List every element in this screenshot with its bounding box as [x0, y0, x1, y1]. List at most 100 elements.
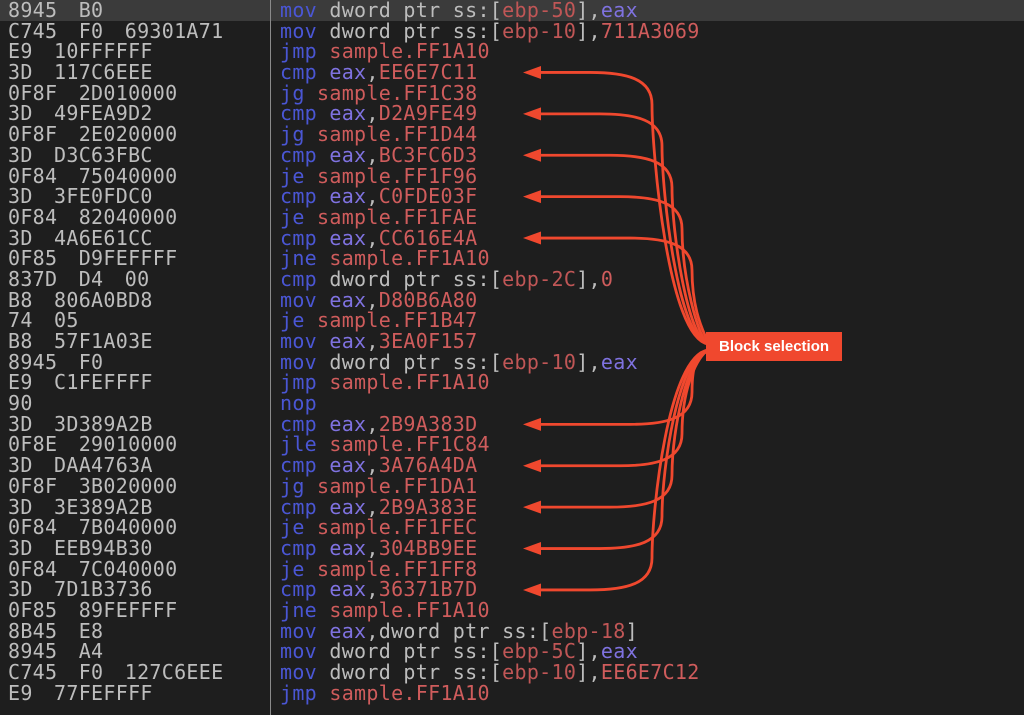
- instruction-text: jmp sample.FF1A10: [280, 39, 490, 64]
- instruction-text: cmp eax,304BB9EE: [280, 535, 478, 560]
- disasm-row[interactable]: 0F85 89FEFFFF jne sample.FF1A10: [0, 600, 1024, 621]
- instruction-text: cmp eax,36371B7D: [280, 577, 478, 602]
- disasm-row[interactable]: 3D EEB94B30 cmp eax,304BB9EE: [0, 538, 1024, 559]
- disasm-row[interactable]: 837D D4 00 cmp dword ptr ss:[ebp-2C],0: [0, 269, 1024, 290]
- disasm-row[interactable]: B8 806A0BD8 mov eax,D80B6A80: [0, 287, 1024, 312]
- instruction-text: cmp eax,D2A9FE49: [280, 101, 478, 126]
- instruction-text: mov eax,D80B6A80: [280, 287, 478, 312]
- instruction-bytes: B8 806A0BD8: [8, 287, 153, 312]
- disasm-row[interactable]: 8B45 E8 mov eax,dword ptr ss:[ebp-18]: [0, 618, 1024, 643]
- disasm-row[interactable]: 0F8F 2D010000 jg sample.FF1C38: [0, 80, 1024, 105]
- instruction-text: mov dword ptr ss:[ebp-5C],eax: [280, 639, 638, 664]
- instruction-text: jle sample.FF1C84: [280, 432, 490, 457]
- instruction-bytes: 90: [8, 391, 33, 416]
- disasm-row[interactable]: 3D 3FE0FDC0 cmp eax,C0FDE03F: [0, 186, 1024, 207]
- disasm-row[interactable]: C745 F0 69301A71 mov dword ptr ss:[ebp-10…: [0, 18, 1024, 43]
- instruction-text: jne sample.FF1A10: [280, 246, 490, 271]
- instruction-text: jg sample.FF1DA1: [280, 473, 478, 498]
- instruction-text: mov dword ptr ss:[ebp-10],711A3069: [280, 18, 700, 43]
- instruction-text: mov dword ptr ss:[ebp-10],EE6E7C12: [280, 660, 700, 684]
- instruction-bytes: 0F8F 2D010000: [8, 80, 178, 105]
- instruction-text: je sample.FF1FAE: [280, 204, 478, 229]
- instruction-text: cmp eax,EE6E7C11: [280, 60, 478, 85]
- disasm-row[interactable]: B8 57F1A03E mov eax,3EA0F157: [0, 331, 1024, 352]
- disasm-row[interactable]: 0F8F 3B020000 jg sample.FF1DA1: [0, 473, 1024, 498]
- instruction-bytes: 0F84 7C040000: [8, 556, 178, 581]
- disasm-row[interactable]: 90 nop: [0, 393, 1024, 414]
- instruction-text: cmp eax,CC616E4A: [280, 225, 478, 250]
- instruction-text: je sample.FF1B47: [280, 308, 478, 333]
- instruction-bytes: 0F8E 29010000: [8, 432, 178, 457]
- instruction-bytes: 0F85 D9FEFFFF: [8, 246, 178, 271]
- instruction-bytes: 3D 117C6EEE: [8, 60, 153, 85]
- instruction-text: mov dword ptr ss:[ebp-10],eax: [280, 349, 638, 374]
- instruction-text: cmp eax,3A76A4DA: [280, 453, 478, 478]
- instruction-text: jmp sample.FF1A10: [280, 370, 490, 395]
- instruction-text: mov eax,dword ptr ss:[ebp-18]: [280, 618, 638, 643]
- disasm-row[interactable]: 0F8E 29010000 jle sample.FF1C84: [0, 434, 1024, 455]
- instruction-text: jne sample.FF1A10: [280, 597, 490, 622]
- instruction-bytes: 3D 3D389A2B: [8, 411, 153, 436]
- instruction-bytes: 0F84 75040000: [8, 163, 178, 188]
- disasm-row[interactable]: 8945 B0 mov dword ptr ss:[ebp-50],eax: [0, 0, 1024, 21]
- instruction-bytes: 3D DAA4763A: [8, 453, 153, 478]
- instruction-bytes: 0F85 89FEFFFF: [8, 597, 178, 622]
- instruction-bytes: C745 F0 69301A71: [8, 18, 224, 43]
- instruction-bytes: 3D EEB94B30: [8, 535, 153, 560]
- disasm-row[interactable]: 3D 117C6EEE cmp eax,EE6E7C11: [0, 62, 1024, 83]
- disasm-row[interactable]: 3D 49FEA9D2 cmp eax,D2A9FE49: [0, 103, 1024, 124]
- disasm-row[interactable]: 3D 3D389A2B cmp eax,2B9A383D: [0, 411, 1024, 436]
- instruction-bytes: C745 F0 127C6EEE: [8, 660, 224, 684]
- disasm-row[interactable]: 0F85 D9FEFFFF jne sample.FF1A10: [0, 248, 1024, 269]
- instruction-text: nop: [280, 391, 318, 416]
- instruction-bytes: 0F84 82040000: [8, 204, 178, 229]
- instruction-text: jg sample.FF1C38: [280, 80, 478, 105]
- instruction-text: cmp dword ptr ss:[ebp-2C],0: [280, 266, 614, 291]
- instruction-text: je sample.FF1F96: [280, 163, 478, 188]
- disasm-row[interactable]: 3D 3E389A2B cmp eax,2B9A383E: [0, 494, 1024, 519]
- disasm-row[interactable]: 0F84 7B040000 je sample.FF1FEC: [0, 517, 1024, 538]
- instruction-bytes: 0F8F 2E020000: [8, 122, 178, 147]
- instruction-bytes: 0F8F 3B020000: [8, 473, 178, 498]
- instruction-bytes: 0F84 7B040000: [8, 515, 178, 540]
- disasm-row[interactable]: 0F84 75040000 je sample.FF1F96: [0, 163, 1024, 188]
- instruction-bytes: 3D 49FEA9D2: [8, 101, 153, 126]
- column-resize-handle[interactable]: [270, 0, 271, 715]
- disasm-row[interactable]: C745 F0 127C6EEE mov dword ptr ss:[ebp-10…: [0, 662, 1024, 683]
- instruction-bytes: 837D D4 00: [8, 266, 150, 291]
- instruction-text: mov dword ptr ss:[ebp-50],eax: [280, 0, 638, 22]
- instruction-text: cmp eax,2B9A383E: [280, 494, 478, 519]
- instruction-bytes: 3D 3E389A2B: [8, 494, 153, 519]
- disasm-row[interactable]: 0F84 82040000 je sample.FF1FAE: [0, 207, 1024, 228]
- instruction-bytes: B8 57F1A03E: [8, 329, 153, 353]
- instruction-bytes: 8945 A4: [8, 639, 104, 664]
- instruction-bytes: 3D 3FE0FDC0: [8, 184, 153, 209]
- disasm-row[interactable]: 0F8F 2E020000 jg sample.FF1D44: [0, 124, 1024, 145]
- instruction-text: je sample.FF1FEC: [280, 515, 478, 540]
- instruction-text: cmp eax,2B9A383D: [280, 411, 478, 436]
- instruction-bytes: 3D D3C63FBC: [8, 142, 153, 167]
- instruction-bytes: 8B45 E8: [8, 618, 104, 643]
- instruction-text: jmp sample.FF1A10: [280, 680, 490, 705]
- instruction-bytes: 8945 F0: [8, 349, 104, 374]
- block-selection-label: Block selection: [706, 332, 843, 361]
- instruction-text: mov eax,3EA0F157: [280, 329, 478, 353]
- instruction-text: jg sample.FF1D44: [280, 122, 478, 147]
- disasm-row[interactable]: 3D D3C63FBC cmp eax,BC3FC6D3: [0, 142, 1024, 167]
- disasm-row[interactable]: 3D 7D1B3736 cmp eax,36371B7D: [0, 579, 1024, 600]
- disasm-row[interactable]: 8945 F0 mov dword ptr ss:[ebp-10],eax: [0, 349, 1024, 374]
- disasm-row[interactable]: 3D DAA4763A cmp eax,3A76A4DA: [0, 455, 1024, 476]
- instruction-text: cmp eax,BC3FC6D3: [280, 142, 478, 167]
- instruction-bytes: 8945 B0: [8, 0, 104, 22]
- instruction-bytes: 3D 7D1B3736: [8, 577, 153, 602]
- instruction-text: cmp eax,C0FDE03F: [280, 184, 478, 209]
- disasm-row[interactable]: 8945 A4 mov dword ptr ss:[ebp-5C],eax: [0, 641, 1024, 662]
